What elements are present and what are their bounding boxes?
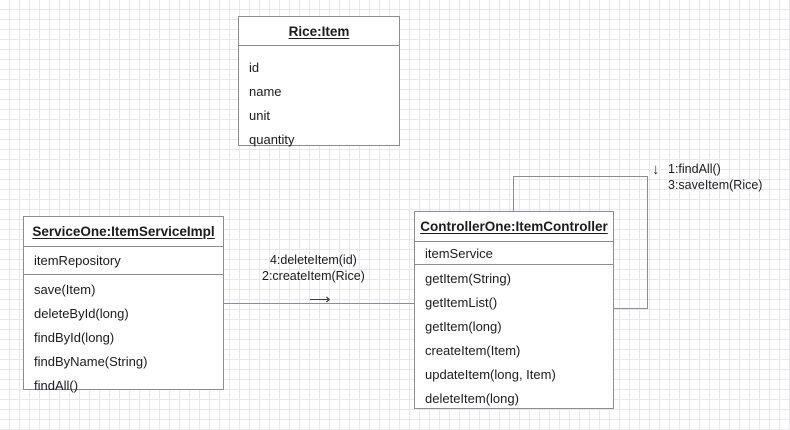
connector-self-loop-bottom[interactable] [613,308,648,309]
class-title-controller-one: ControllerOne:ItemController [415,212,613,242]
message-line: 3:saveItem(Rice) [668,178,763,192]
class-attributes-service-one: itemRepository [24,247,223,275]
operation-row: findById(long) [34,330,115,345]
operation-row: deleteItem(long) [425,391,519,406]
arrow-right-icon: ⟶ [309,291,330,308]
attribute-row: id [249,60,260,75]
operation-row: save(Item) [34,282,96,297]
message-line: 4:deleteItem(id) [269,253,357,267]
class-operations-service-one: save(Item) deleteById(long) findById(lon… [24,275,223,393]
attribute-row: itemRepository [34,252,121,268]
connector-self-loop-left[interactable] [513,176,514,212]
operation-row: findByName(String) [34,354,148,369]
arrow-down-icon: ↓ [652,161,660,178]
operation-row: getItemList() [425,295,498,310]
operation-row: getItem(long) [425,319,502,334]
class-box-controller-one[interactable]: ControllerOne:ItemController itemService… [414,211,614,409]
operation-row: getItem(String) [425,271,511,286]
operation-row: createItem(Item) [425,343,521,358]
operation-row: findAll() [34,378,79,393]
class-operations-controller-one: getItem(String) getItemList() getItem(lo… [415,265,613,408]
class-title-service-one: ServiceOne:ItemServiceImpl [24,217,223,247]
operation-row: deleteById(long) [34,306,129,321]
connector-self-loop-top[interactable] [513,176,648,177]
class-title-text: ServiceOne:ItemServiceImpl [32,224,215,239]
connector-label-service-to-controller: 4:deleteItem(id) 2:createItem(Rice) [262,252,365,284]
class-title-text: ControllerOne:ItemController [420,219,608,234]
class-title-text: Rice:Item [288,23,350,39]
message-line: 1:findAll() [668,162,721,176]
class-title-rice-item: Rice:Item [239,17,399,46]
attribute-row: unit [249,108,270,123]
class-attributes-controller-one: itemService [415,242,613,265]
class-attributes-rice-item: id name unit quantity [239,46,399,147]
connector-label-self-loop: 1:findAll() 3:saveItem(Rice) [668,161,762,193]
class-box-rice-item[interactable]: Rice:Item id name unit quantity [238,16,400,147]
message-line: 2:createItem(Rice) [262,269,365,283]
attribute-row: name [249,84,282,99]
attribute-row: quantity [249,132,295,147]
connector-self-loop-right[interactable] [647,176,648,309]
class-box-service-one[interactable]: ServiceOne:ItemServiceImpl itemRepositor… [23,216,224,393]
connector-service-to-controller[interactable] [223,303,415,304]
attribute-row: itemService [425,245,493,261]
operation-row: updateItem(long, Item) [425,367,556,382]
